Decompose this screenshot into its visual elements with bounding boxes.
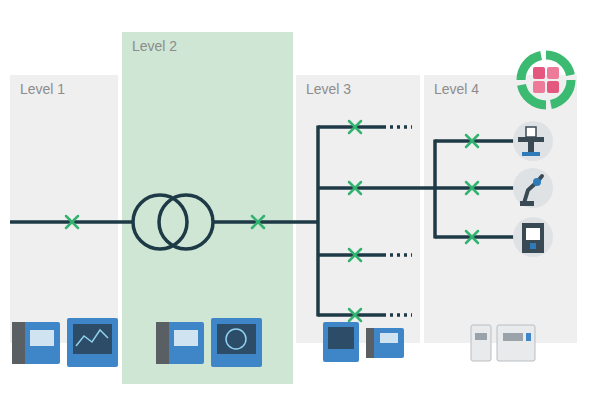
din-indicator — [526, 333, 531, 341]
level-panel: Level 3 — [296, 75, 420, 343]
meter-body — [67, 318, 118, 367]
meter-terminal — [12, 322, 25, 364]
meter-terminal — [366, 328, 374, 358]
transformer-winding — [159, 195, 213, 249]
measuring-point — [252, 216, 264, 228]
din-meter — [471, 325, 491, 361]
energy-cycle-icon — [521, 55, 571, 105]
machine-icon-bg — [513, 121, 553, 161]
meter-body — [211, 318, 262, 367]
meter-screen — [174, 330, 198, 346]
meter-body — [366, 328, 404, 358]
machine-icons — [513, 121, 553, 257]
feed-line — [10, 220, 133, 224]
meter-body — [12, 322, 60, 364]
meter-body — [156, 322, 204, 364]
din-screen — [475, 333, 487, 340]
measuring-point — [466, 231, 478, 243]
level-label: Level 1 — [20, 81, 65, 97]
level-panel: Level 2 — [122, 32, 293, 384]
meter-screen — [328, 327, 354, 349]
din-meter — [497, 325, 535, 361]
meter-devices — [12, 318, 535, 367]
branch-line — [435, 235, 514, 239]
meter-screen — [380, 333, 398, 343]
branch-line — [435, 186, 514, 190]
meter-body — [323, 322, 359, 362]
robot-arm — [524, 176, 542, 203]
level-panel: Level 1 — [10, 75, 118, 343]
meter-screen — [217, 324, 256, 354]
measuring-point — [349, 249, 361, 261]
transformer-winding — [133, 195, 187, 249]
branch-line — [318, 253, 386, 257]
branch-line — [318, 186, 436, 190]
measuring-point — [349, 121, 361, 133]
measuring-point — [349, 309, 361, 321]
distribution-bus — [316, 126, 320, 317]
cycle-segment — [533, 67, 545, 79]
branch-line — [435, 139, 514, 143]
meter-terminal — [156, 322, 169, 364]
meter-screen — [30, 330, 54, 346]
wires — [10, 126, 514, 317]
meter-screen — [73, 324, 112, 354]
branch-line — [318, 125, 386, 129]
level-label: Level 3 — [306, 81, 351, 97]
measuring-point — [66, 216, 78, 228]
machine-cabinet — [522, 223, 544, 253]
secondary-line — [213, 220, 319, 224]
machine-part — [528, 142, 534, 154]
cycle-segment — [547, 67, 559, 79]
measuring-point — [466, 182, 478, 194]
continuation-dots — [390, 127, 412, 315]
machine-part — [518, 137, 544, 142]
machine-part — [526, 127, 536, 137]
sub-bus — [433, 140, 437, 239]
machine-icon-bg — [513, 168, 553, 208]
meter-graph — [76, 330, 108, 346]
continuation-dots — [390, 253, 412, 257]
robot-base — [520, 201, 534, 206]
machine-panel — [530, 243, 536, 249]
measuring-points — [66, 121, 478, 321]
robot-joint — [533, 178, 541, 186]
continuation-dots — [390, 125, 412, 129]
level-label: Level 2 — [132, 38, 177, 54]
cycle-segment — [547, 81, 559, 93]
machine-icon-bg — [513, 217, 553, 257]
branch-line — [318, 313, 386, 317]
meter-dial — [226, 329, 246, 349]
din-screen — [503, 333, 523, 341]
measuring-point — [349, 182, 361, 194]
machine-part — [522, 152, 540, 156]
cycle-ring — [521, 55, 571, 105]
continuation-dots — [390, 313, 412, 317]
machine-window — [526, 228, 540, 240]
cycle-segment — [533, 81, 545, 93]
measuring-point — [466, 135, 478, 147]
level-panel: Level 4 — [424, 75, 577, 343]
level-label: Level 4 — [434, 81, 479, 97]
